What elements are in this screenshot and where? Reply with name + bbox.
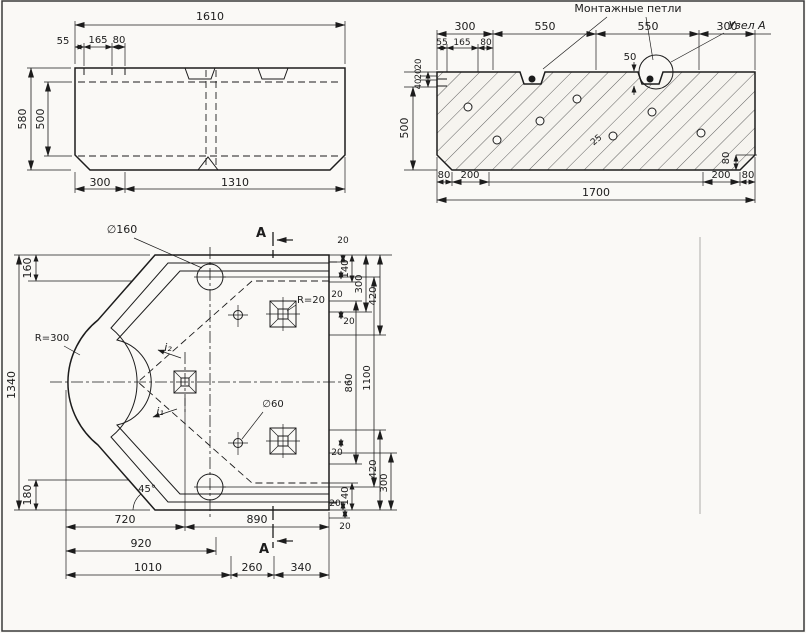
dim-section-300r: 300 <box>717 20 738 33</box>
dim-section-165: 165 <box>453 38 470 48</box>
dim-plan-rb140: 140 <box>340 486 351 505</box>
section-body <box>436 54 756 171</box>
dim-section-b200r: 200 <box>711 170 730 181</box>
dim-plan-720: 720 <box>115 513 136 526</box>
hatched-section <box>436 71 756 171</box>
section-dimensions: 300 550 550 300 55 165 80 50 20 20 40 50… <box>398 20 757 203</box>
mounting-loops-label: Монтажные петли <box>574 2 681 15</box>
anchor-recess-top <box>269 300 297 328</box>
phi60-label: ∅60 <box>262 399 283 410</box>
dim-plan-rt20b: 20 <box>331 290 343 300</box>
dim-section-b200l: 200 <box>460 170 479 181</box>
void-circles <box>463 94 706 145</box>
phi160-leader <box>133 237 203 269</box>
dim-plan-rb20a: 20 <box>331 448 343 458</box>
dim-section-55: 55 <box>436 38 447 48</box>
dim-plan-1100: 1100 <box>362 365 373 390</box>
dim-plan-rt20c: 20 <box>343 317 355 327</box>
dim-section-40: 40 <box>414 79 424 90</box>
elevation-view: 1610 55 165 80 580 500 300 1310 <box>16 10 346 193</box>
dim-plan-rb300: 300 <box>379 473 390 492</box>
plan-outline <box>67 254 337 511</box>
dim-plan-920: 920 <box>131 537 152 550</box>
plan-dimensions: 160 1340 180 720 890 920 1010 260 340 20… <box>5 236 397 579</box>
r300-leader <box>63 345 81 356</box>
section-letter-top: А <box>256 226 266 241</box>
slope-i1-label: i₁ <box>156 405 163 418</box>
node-a-label: Узел А <box>728 19 765 32</box>
phi60-leader <box>241 411 264 440</box>
elevation-dimensions: 1610 55 165 80 580 500 300 1310 <box>16 10 346 193</box>
r20-leader <box>286 304 297 312</box>
dim-section-1700: 1700 <box>582 186 610 199</box>
angle-45-label: 45° <box>138 484 156 495</box>
section-letter-bottom: А <box>259 542 269 557</box>
dim-section-300l: 300 <box>455 20 476 33</box>
section-annotations: Монтажные петли Узел А 25 <box>542 2 771 148</box>
dim-plan-340: 340 <box>291 561 312 574</box>
dim-plan-rb20c: 20 <box>339 522 351 532</box>
dim-section-20a: 20 <box>414 59 424 70</box>
plan-labels: ∅160 R=20 ∅60 R=300 i₂ i₁ 45° <box>35 223 325 511</box>
dim-elevation-300: 300 <box>90 176 111 189</box>
dim-elevation-580: 580 <box>16 109 29 130</box>
dim-plan-860: 860 <box>344 373 355 392</box>
anchor-recess-center <box>173 370 197 394</box>
dim-elevation-1310: 1310 <box>221 176 249 189</box>
dim-plan-260: 260 <box>242 561 263 574</box>
loop-bar-right <box>646 75 654 83</box>
angle-arc <box>132 493 142 511</box>
dim-section-b80l: 80 <box>438 170 451 181</box>
dim-plan-1010: 1010 <box>134 561 162 574</box>
dim-plan-1340: 1340 <box>5 371 18 399</box>
dim-plan-180: 180 <box>21 485 34 506</box>
hole-60-top <box>233 310 243 320</box>
dim-plan-rt420: 420 <box>368 286 379 305</box>
dim-section-550l: 550 <box>535 20 556 33</box>
dim-elevation-500: 500 <box>34 109 47 130</box>
r20-label: R=20 <box>297 295 325 306</box>
dim-plan-890: 890 <box>247 513 268 526</box>
slope-i2-label: i₂ <box>164 341 172 354</box>
dim-plan-rt20a: 20 <box>337 236 349 246</box>
dim-plan-160: 160 <box>21 258 34 279</box>
dim-elevation-1610: 1610 <box>196 10 224 23</box>
dim-section-500: 500 <box>398 118 411 139</box>
plan-view: А А ∅160 R=20 ∅60 R=300 i₂ i₁ 45° <box>5 223 397 579</box>
loop-bar-left <box>528 75 536 83</box>
dim-section-b80r: 80 <box>742 170 755 181</box>
dim-section-550r: 550 <box>638 20 659 33</box>
dim-section-50: 50 <box>624 52 637 63</box>
slope-arrow-i1 <box>152 408 178 418</box>
elevation-outline <box>74 67 346 171</box>
anchor-recess-bottom <box>269 427 297 455</box>
hole-60-bottom <box>233 438 243 448</box>
section-view: Монтажные петли Узел А 25 <box>398 2 771 203</box>
dim-plan-rt140: 140 <box>340 259 351 278</box>
mounting-loops-leaders <box>542 16 654 70</box>
dim-section-20b: 20 <box>414 69 424 80</box>
slope-arrow-i2 <box>157 349 182 359</box>
dim-elevation-165: 165 <box>88 35 107 46</box>
dim-plan-rb20b: 20 <box>329 499 341 509</box>
dim-elevation-80: 80 <box>113 35 126 46</box>
r300-label: R=300 <box>35 333 69 344</box>
detail-node-a-circle <box>638 54 674 90</box>
dim-section-r80: 80 <box>721 152 732 165</box>
dim-plan-rb420: 420 <box>368 459 379 478</box>
dim-plan-rt300: 300 <box>354 274 365 293</box>
dim-section-80: 80 <box>480 38 492 48</box>
plan-centerlines <box>50 247 350 518</box>
phi160-label: ∅160 <box>107 223 138 236</box>
dim-elevation-55: 55 <box>57 36 70 47</box>
node-a-leader <box>670 32 725 63</box>
